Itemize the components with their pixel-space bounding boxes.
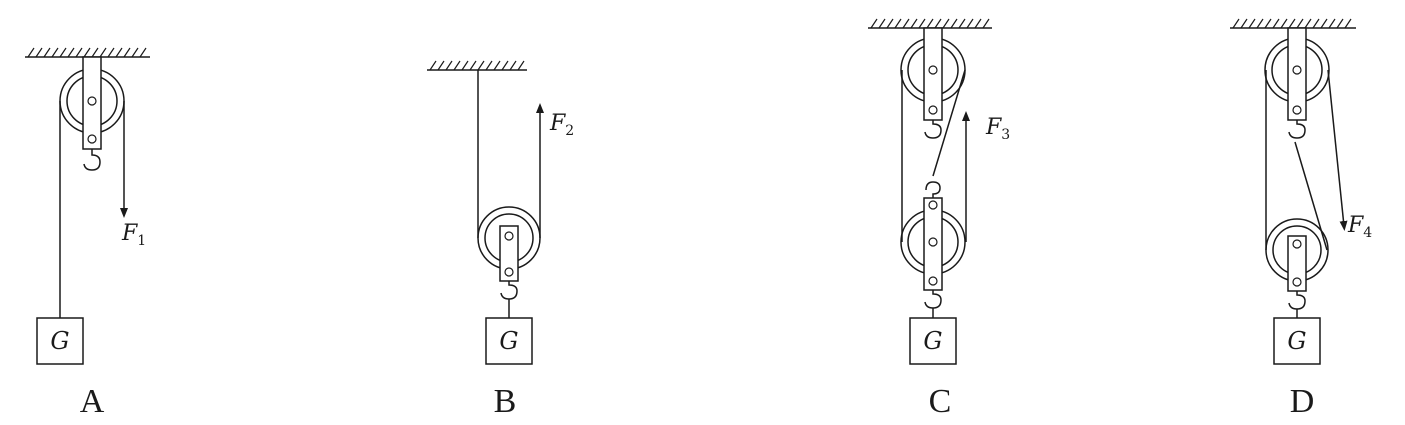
weight-b: G [485,317,533,365]
caption-a: A [80,383,105,420]
ceiling-d [1230,18,1356,29]
fixed-pulley-c [900,27,966,139]
weight-a: G [36,317,84,365]
fixed-pulley-a [59,56,125,171]
diagram-a: G F1 A [25,47,150,420]
diagram-d: G F4 D [1230,18,1372,420]
movable-pulley-d [1265,218,1329,318]
force-label-c: F3 [985,115,1010,143]
movable-pulley-c [900,181,966,318]
ceiling-a [25,47,150,58]
weight-label-a: G [50,327,69,355]
weight-label-b: G [499,327,518,355]
caption-b: B [494,383,517,420]
rope-a [59,101,128,318]
movable-pulley-b [477,206,541,318]
weight-label-d: G [1287,327,1306,355]
diagram-b: G F2 B [427,60,574,420]
weight-d: G [1273,317,1321,365]
weight-c: G [909,317,957,365]
ceiling-c [868,18,992,29]
weight-label-c: G [923,327,942,355]
force-label-b: F2 [549,111,574,139]
caption-d: D [1290,383,1315,420]
force-label-d: F4 [1347,213,1372,241]
force-label-a: F1 [121,221,146,249]
rope-b [477,70,544,238]
caption-c: C [929,383,952,420]
ceiling-b [427,60,527,71]
diagram-c: G F3 C [868,18,1010,420]
fixed-pulley-d [1264,27,1330,139]
